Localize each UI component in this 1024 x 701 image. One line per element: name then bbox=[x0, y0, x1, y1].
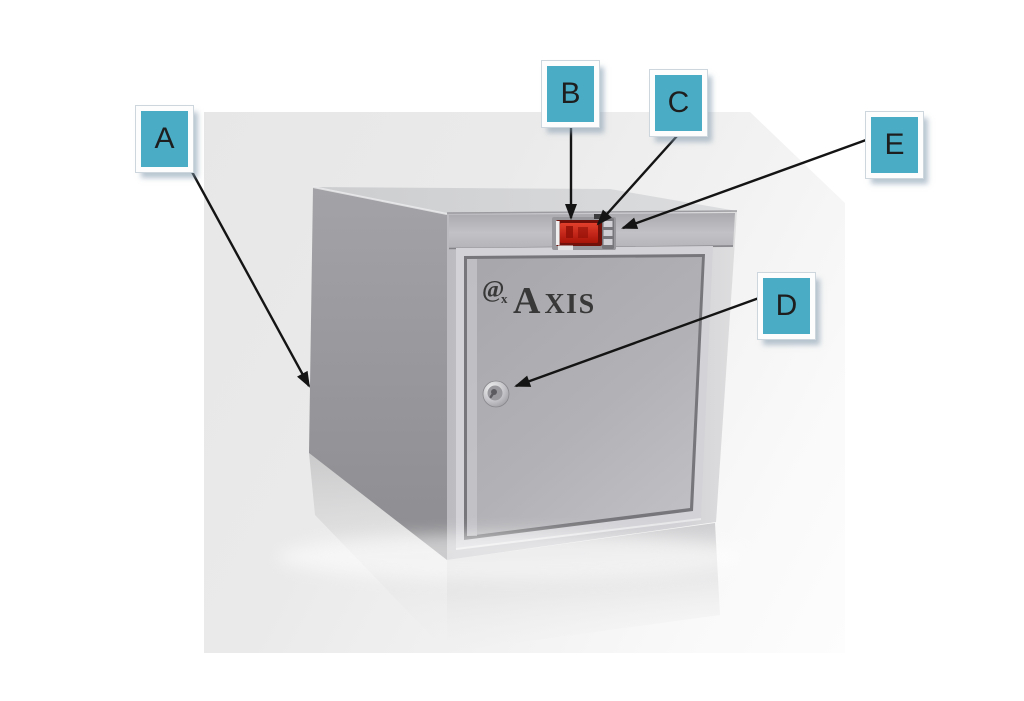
door-panel bbox=[467, 257, 702, 536]
callout-c-letter: C bbox=[667, 86, 690, 119]
callout-b-letter: B bbox=[560, 77, 581, 110]
callout-a: A bbox=[136, 106, 193, 172]
callout-c-arrow bbox=[596, 135, 678, 226]
callout-d-letter: D bbox=[775, 289, 798, 322]
base-glow bbox=[277, 533, 747, 581]
key-lock bbox=[482, 380, 510, 408]
axis-logo: @ x A XIS bbox=[482, 277, 596, 322]
top-front-ridge bbox=[312, 186, 448, 215]
callout-d-arrow bbox=[514, 296, 760, 388]
callout-e-letter: E bbox=[884, 128, 905, 161]
callout-c: C bbox=[650, 70, 707, 136]
callout-d: D bbox=[758, 273, 815, 339]
door-hinge-highlight bbox=[467, 259, 477, 536]
callout-b: B bbox=[542, 61, 599, 127]
callout-e-arrow bbox=[621, 138, 867, 230]
front-top-seam bbox=[446, 210, 738, 214]
callout-a-arrow bbox=[189, 169, 311, 388]
callout-e: E bbox=[866, 112, 923, 178]
callout-a-letter: A bbox=[154, 122, 175, 155]
cabinet-top-face bbox=[313, 187, 737, 214]
cabinet-left-panel bbox=[309, 187, 447, 560]
